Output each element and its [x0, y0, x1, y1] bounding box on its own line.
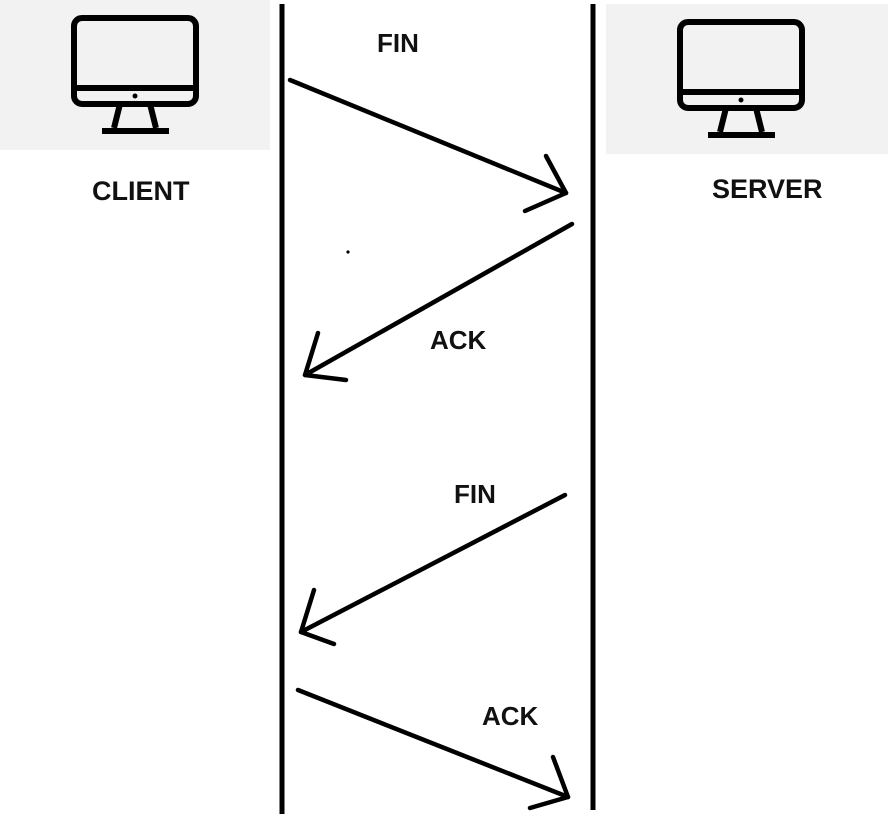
arrow-fin-server-to-client [298, 492, 568, 647]
message-label-fin-1: FIN [377, 28, 419, 58]
message-label-ack-2: ACK [482, 701, 539, 731]
arrow-ack-client-to-server [295, 687, 571, 811]
arrow-ack-server-to-client [302, 221, 575, 383]
server-label: SERVER [712, 174, 823, 204]
server-icon-panel [606, 4, 888, 154]
arrow-fin-client-to-server [287, 77, 569, 214]
client-label: CLIENT [92, 176, 190, 206]
stray-dot [346, 250, 350, 254]
server-monitor-icon [677, 19, 805, 138]
client-monitor-icon [71, 15, 199, 134]
message-label-fin-2: FIN [454, 479, 496, 509]
client-icon-panel [0, 0, 270, 150]
message-label-ack-1: ACK [430, 325, 487, 355]
